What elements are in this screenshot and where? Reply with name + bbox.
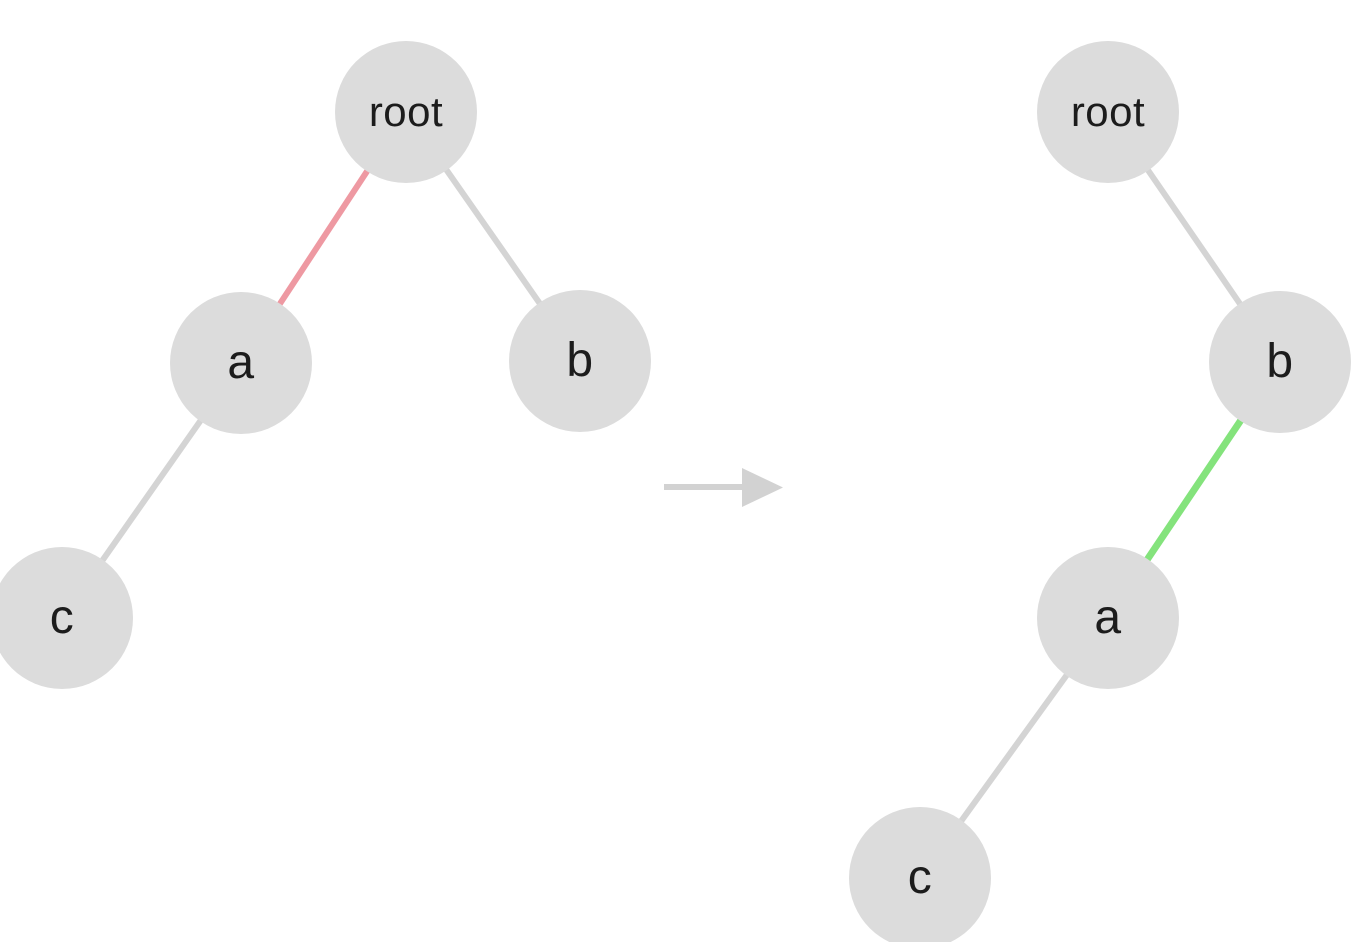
before-node-a-label: a bbox=[227, 336, 255, 389]
before-node-b: b bbox=[509, 290, 651, 432]
after-node-a-label: a bbox=[1094, 591, 1122, 644]
transition-arrow bbox=[664, 468, 783, 507]
after-node-b: b bbox=[1209, 291, 1351, 433]
before-node-b-label: b bbox=[566, 334, 594, 387]
before-node-root-label: root bbox=[368, 88, 444, 135]
after-node-c: c bbox=[849, 807, 991, 942]
before-node-a: a bbox=[170, 292, 312, 434]
before-node-c-label: c bbox=[49, 591, 75, 644]
after-node-root-label: root bbox=[1070, 88, 1146, 135]
after-node-root: root bbox=[1037, 41, 1179, 183]
before-node-c: c bbox=[0, 547, 133, 689]
after-node-a: a bbox=[1037, 547, 1179, 689]
transition-arrow-head bbox=[742, 468, 783, 507]
after-node-c-label: c bbox=[907, 851, 933, 904]
before-node-root: root bbox=[335, 41, 477, 183]
after-node-b-label: b bbox=[1266, 335, 1294, 388]
